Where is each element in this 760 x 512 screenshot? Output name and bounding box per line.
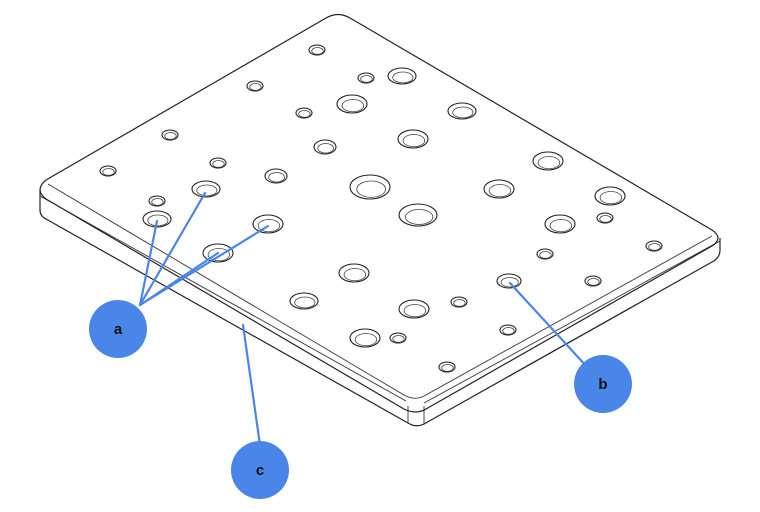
- hole: [447, 102, 477, 120]
- hole-bore: [294, 296, 316, 309]
- hole: [450, 296, 468, 308]
- hole: [349, 174, 391, 200]
- hole-bore: [356, 180, 387, 198]
- callout-a: a: [89, 300, 147, 358]
- hole: [584, 275, 602, 287]
- callout-c: c: [231, 441, 289, 499]
- hole: [499, 324, 517, 336]
- hole-bore: [405, 209, 434, 225]
- leader-lines: [138, 191, 590, 447]
- hole-bore: [268, 172, 285, 183]
- hole: [99, 165, 117, 177]
- hole-bore: [539, 251, 552, 259]
- hole: [398, 203, 438, 227]
- hole: [496, 273, 522, 289]
- hole-bore: [311, 47, 324, 55]
- leader-b: [508, 281, 590, 370]
- hole: [398, 299, 430, 319]
- hole-bore: [207, 248, 231, 262]
- hole: [161, 129, 179, 141]
- callout-b: b: [574, 355, 632, 413]
- hole-bore: [599, 191, 623, 205]
- hole: [483, 179, 515, 199]
- hole-bore: [441, 364, 454, 372]
- hole-bore: [549, 219, 573, 233]
- hole: [191, 180, 221, 198]
- hole-bore: [453, 299, 466, 307]
- hole-bore: [537, 156, 561, 170]
- hole-bore: [488, 184, 512, 198]
- hole: [289, 292, 319, 310]
- hole-bore: [151, 198, 164, 206]
- hole-bore: [587, 278, 600, 286]
- hole-bore: [402, 134, 426, 148]
- mounting-holes: [99, 44, 663, 373]
- hole-bore: [317, 143, 334, 154]
- hole-bore: [212, 160, 225, 168]
- hole-bore: [360, 75, 373, 83]
- callout-a-label: a: [114, 321, 123, 338]
- hole: [349, 328, 381, 348]
- leader-c: [241, 323, 262, 447]
- hole-bore: [392, 335, 405, 343]
- hole: [438, 361, 456, 373]
- hole: [645, 240, 663, 252]
- hole-bore: [354, 333, 378, 347]
- leader-a-2: [138, 191, 207, 307]
- callout-c-label: c: [256, 462, 264, 479]
- hole: [336, 94, 368, 114]
- hole-bore: [392, 71, 414, 84]
- callout-b-label: b: [598, 376, 607, 393]
- hole-bore: [502, 327, 515, 335]
- hole-bore: [343, 268, 367, 282]
- hole-bore: [648, 243, 661, 251]
- hole: [357, 72, 375, 84]
- hole: [594, 186, 626, 206]
- hole: [532, 151, 564, 171]
- hole: [246, 80, 264, 92]
- plate-top-face: [39, 13, 719, 413]
- hole: [295, 107, 313, 119]
- hole-bore: [102, 168, 115, 176]
- hole: [264, 168, 288, 184]
- hole-bore: [599, 215, 612, 223]
- hole: [387, 67, 417, 85]
- hole-bore: [298, 110, 311, 118]
- hole: [308, 44, 326, 56]
- hole: [338, 263, 370, 283]
- hole-bore: [341, 99, 365, 113]
- hole-bore: [164, 132, 177, 140]
- hole: [389, 332, 407, 344]
- hole: [148, 195, 166, 207]
- leader-a-1: [138, 219, 159, 307]
- hole: [209, 157, 227, 169]
- plate-side: [39, 190, 721, 427]
- hole: [544, 214, 576, 234]
- hole-bore: [403, 304, 427, 318]
- hole-bore: [249, 83, 262, 91]
- hole: [397, 129, 429, 149]
- hole: [536, 248, 554, 260]
- leader-a-4: [138, 224, 270, 307]
- hole: [313, 139, 337, 155]
- hole-bore: [196, 184, 218, 197]
- hole: [596, 212, 614, 224]
- hole: [252, 214, 284, 234]
- hole-bore: [452, 106, 474, 119]
